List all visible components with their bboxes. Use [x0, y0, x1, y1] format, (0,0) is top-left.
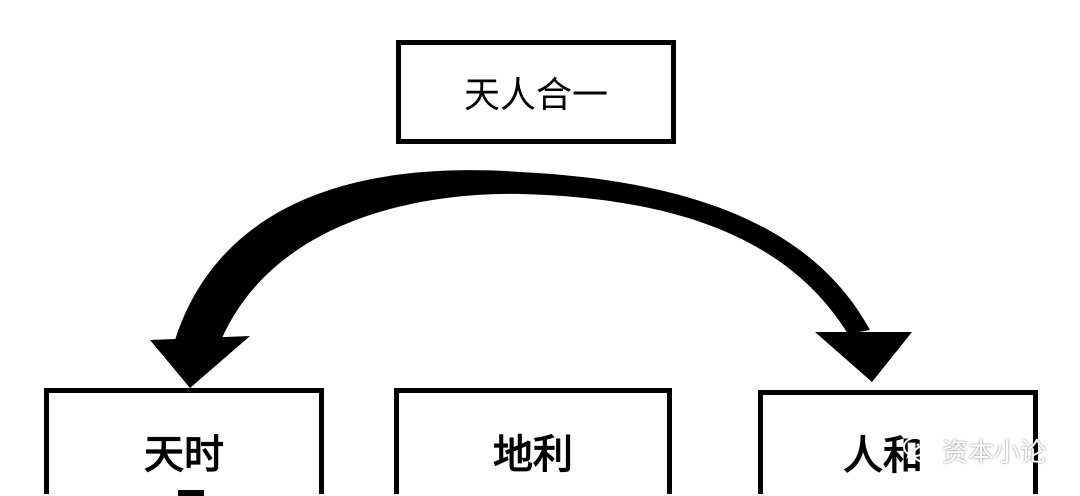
node-left: 天时: [44, 388, 324, 494]
node-top-label: 天人合一: [463, 75, 608, 116]
node-top: 天人合一: [396, 40, 676, 144]
connector-stub: [178, 490, 204, 496]
right-arrowhead: [815, 332, 912, 382]
node-right: 人和: [758, 390, 1038, 494]
wechat-icon: [903, 437, 933, 463]
watermark-text: 资本小论: [942, 437, 1047, 468]
watermark: 资本小论: [900, 432, 1046, 468]
node-middle: 地利: [394, 388, 672, 494]
arch-band: [175, 170, 870, 340]
node-middle-label: 地利: [493, 431, 573, 478]
left-arrowhead: [150, 336, 250, 388]
node-left-label: 天时: [144, 431, 224, 478]
